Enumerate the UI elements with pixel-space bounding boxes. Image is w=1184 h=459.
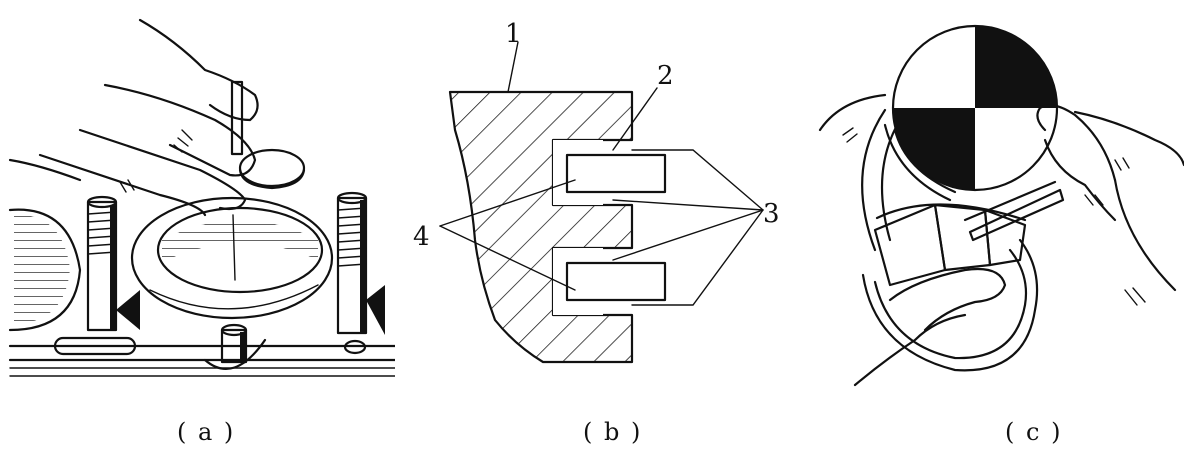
rollers [873, 203, 1027, 287]
caption-c: ( c ) [1005, 418, 1063, 446]
disc [230, 80, 306, 190]
panel-a-illustration [8, 18, 395, 377]
caption-b: ( b ) [583, 418, 643, 446]
callout-1: 1 [505, 19, 522, 49]
body-part-1 [448, 90, 634, 364]
left-threaded-pin [86, 195, 140, 332]
callout-4: 4 [413, 222, 430, 252]
hand [8, 18, 259, 281]
right-hand [1036, 104, 1184, 306]
panel-c: ( c ) [815, 0, 1184, 459]
right-threaded-pin [336, 191, 385, 355]
tweezers [963, 180, 1065, 242]
panel-b: 1 2 3 4 ( b ) [395, 0, 815, 459]
centre-pin [203, 323, 267, 370]
caption-a: ( a ) [177, 418, 236, 446]
callout-2: 2 [657, 61, 674, 91]
panel-b-section-diagram: 1 2 3 4 [413, 19, 780, 364]
callout-3: 3 [763, 199, 780, 229]
left-hand [818, 93, 1007, 387]
quadrant-disc [883, 24, 1059, 202]
lower-insert [553, 248, 667, 315]
left-hole [8, 208, 82, 332]
leader-lines [439, 41, 764, 306]
upper-insert [553, 140, 667, 205]
base-plate [8, 336, 395, 377]
panel-c-illustration [818, 24, 1184, 387]
panel-a: ( a ) [0, 0, 395, 459]
bearing-ring [130, 196, 334, 320]
